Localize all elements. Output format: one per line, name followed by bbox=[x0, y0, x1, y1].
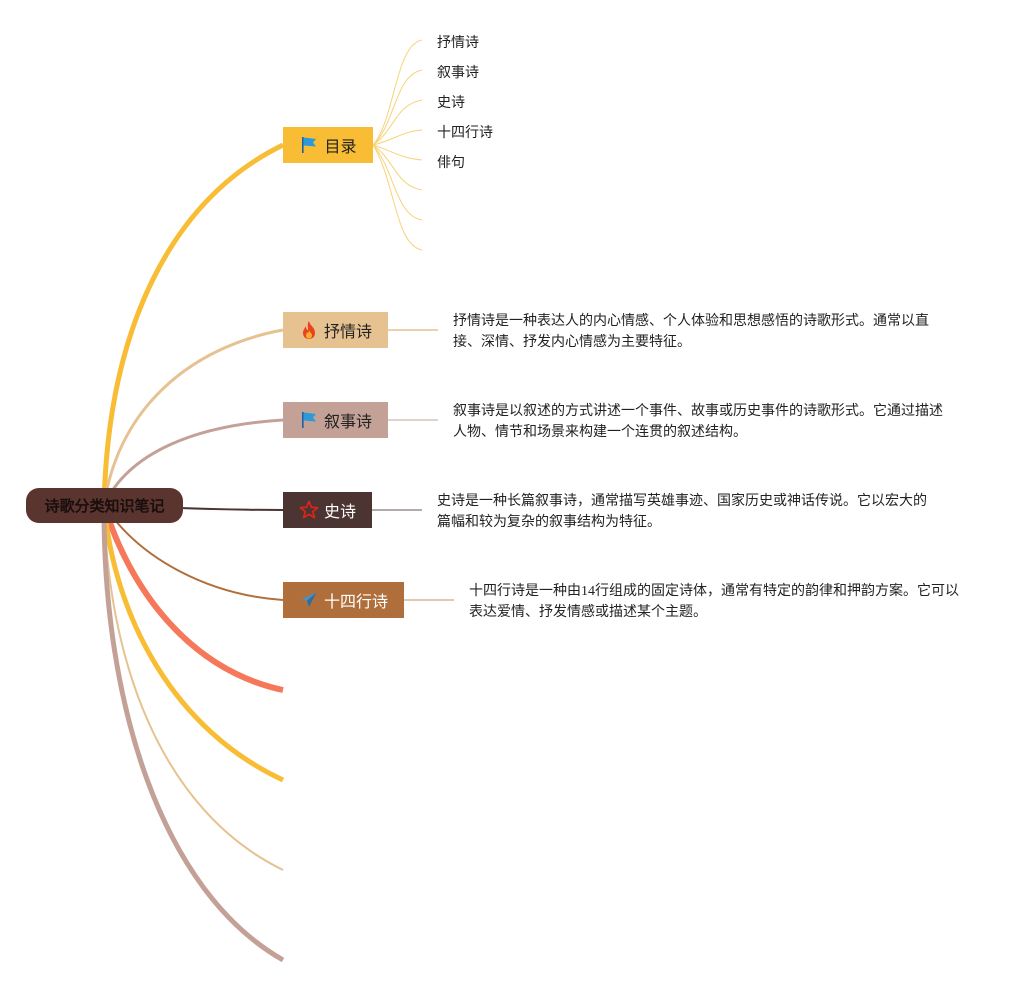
star-icon bbox=[299, 500, 319, 520]
root-topic[interactable]: 诗歌分类知识笔记 bbox=[26, 488, 183, 523]
branch-empty-2 bbox=[101, 504, 285, 783]
toc-topic[interactable]: 目录 bbox=[283, 127, 373, 163]
branch-toc bbox=[101, 142, 285, 506]
branch-lyric bbox=[102, 328, 284, 506]
lyric-description: 抒情诗是一种表达人的内心情感、个人体验和思想感悟的诗歌形式。通常以直接、深情、抒… bbox=[453, 314, 929, 350]
flame-icon bbox=[299, 320, 319, 340]
epic-topic[interactable]: 史诗 bbox=[283, 492, 372, 528]
narrative-topic-label: 叙事诗 bbox=[323, 412, 372, 431]
paper-plane-icon bbox=[299, 590, 319, 610]
branch-empty-3 bbox=[103, 504, 284, 871]
flag-icon bbox=[299, 410, 319, 430]
epic-description: 史诗是一种长篇叙事诗，通常描写英雄事迹、国家历史或神话传说。它以宏大的篇幅和较为… bbox=[437, 494, 927, 530]
branch-empty-1 bbox=[101, 504, 284, 693]
toc-item-epic[interactable]: 史诗 bbox=[437, 95, 465, 111]
sonnet-topic[interactable]: 十四行诗 bbox=[283, 582, 404, 618]
toc-item-lyric[interactable]: 抒情诗 bbox=[437, 35, 479, 51]
lyric-topic[interactable]: 抒情诗 bbox=[283, 312, 388, 348]
toc-connectors bbox=[372, 39, 423, 251]
toc-item-narrative[interactable]: 叙事诗 bbox=[437, 65, 479, 81]
narrative-topic[interactable]: 叙事诗 bbox=[283, 402, 388, 438]
flag-icon bbox=[299, 135, 319, 155]
lyric-topic-label: 抒情诗 bbox=[323, 322, 372, 341]
epic-topic-label: 史诗 bbox=[323, 502, 356, 521]
toc-topic-label: 目录 bbox=[324, 137, 357, 156]
branch-empty-4 bbox=[101, 504, 285, 963]
branch-narrative bbox=[102, 418, 284, 506]
root-topic-label: 诗歌分类知识笔记 bbox=[44, 497, 165, 515]
branch-sonnet bbox=[103, 504, 284, 601]
toc-item-sonnet[interactable]: 十四行诗 bbox=[437, 125, 493, 141]
sonnet-topic-label: 十四行诗 bbox=[323, 592, 388, 611]
sonnet-description: 十四行诗是一种由14行组成的固定诗体，通常有特定的韵律和押韵方案。它可以表达爱情… bbox=[469, 584, 959, 620]
toc-item-haiku[interactable]: 俳句 bbox=[437, 155, 465, 171]
narrative-description: 叙事诗是以叙述的方式讲述一个事件、故事或历史事件的诗歌形式。它通过描述人物、情节… bbox=[453, 404, 943, 440]
